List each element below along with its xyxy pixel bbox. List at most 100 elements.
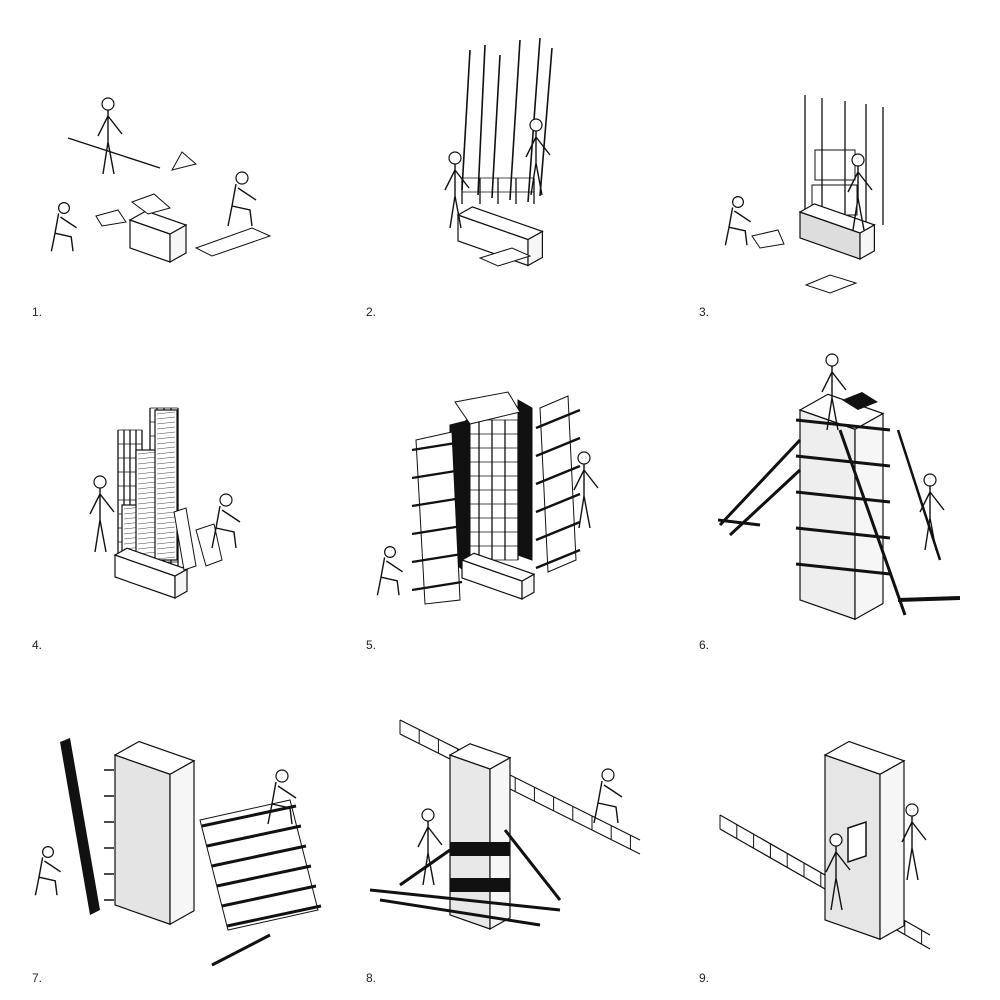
waler	[411, 496, 463, 508]
dirt-pile	[171, 151, 198, 171]
person-head	[219, 493, 233, 507]
wood-grain	[156, 506, 176, 510]
person-head	[851, 153, 865, 167]
person-body	[821, 366, 847, 431]
wood-grain	[137, 521, 157, 525]
person-head	[275, 769, 289, 783]
column-top	[448, 743, 512, 770]
wood-grain	[156, 531, 176, 535]
finished-column-top	[823, 740, 906, 775]
wood-grain	[156, 496, 176, 500]
wood-grain	[156, 486, 176, 490]
wood-grain	[156, 456, 176, 460]
step-8-illustration	[369, 719, 641, 931]
waler	[535, 408, 581, 430]
formwork-panel	[194, 227, 272, 257]
floor-panel	[195, 523, 223, 567]
wood-grain	[156, 466, 176, 470]
person-body	[211, 505, 241, 549]
ground-beam	[717, 518, 761, 527]
black-band	[450, 842, 510, 856]
step-3-label: 3.	[699, 305, 710, 319]
step-1-label: 1.	[32, 305, 43, 319]
waler	[535, 520, 581, 542]
wood-grain	[156, 416, 176, 420]
rebar	[477, 44, 486, 196]
person-head	[905, 803, 919, 817]
wood-grain	[156, 491, 176, 495]
person-head	[41, 845, 54, 858]
wood-grain	[156, 426, 176, 430]
waler	[795, 562, 891, 576]
person-body	[267, 781, 297, 825]
rebar-cage	[465, 419, 519, 561]
waler	[206, 824, 302, 848]
person-body	[825, 846, 851, 911]
ground-beam	[897, 596, 961, 602]
waler	[411, 440, 463, 452]
person-figure	[525, 118, 551, 196]
wood-grain	[156, 441, 176, 445]
brace	[399, 848, 451, 887]
brace	[838, 429, 907, 616]
rebar	[539, 47, 553, 197]
wood-grain	[156, 511, 176, 515]
formwork-base-top	[456, 206, 544, 241]
stirrup	[814, 149, 856, 181]
waler	[411, 580, 463, 592]
person-head	[93, 475, 107, 489]
wood-grain	[156, 436, 176, 440]
person-figure	[825, 833, 851, 911]
wood-grain	[137, 476, 157, 480]
black-top	[842, 392, 878, 410]
person-body	[89, 488, 115, 553]
person-figure	[573, 451, 599, 529]
wood-grain	[137, 466, 157, 470]
wood-grain	[137, 536, 157, 540]
brace	[503, 829, 562, 901]
wood-grain	[156, 541, 176, 545]
person-figure	[901, 803, 927, 881]
wood-grain	[156, 451, 176, 455]
waler	[535, 492, 581, 514]
black-panel	[60, 738, 100, 915]
wood-grain	[156, 421, 176, 425]
plate	[751, 229, 785, 249]
person-figure	[97, 97, 123, 175]
waler	[221, 884, 317, 908]
wood-grain	[156, 546, 176, 550]
step-4-label: 4.	[32, 638, 43, 652]
step-2-illustration	[444, 37, 553, 267]
person-body	[901, 816, 927, 881]
column-formwork-front	[799, 409, 856, 621]
rebar-cage	[461, 177, 535, 204]
waler	[411, 552, 463, 564]
base-frame	[379, 898, 541, 927]
person-body	[724, 207, 751, 246]
person-head	[601, 768, 615, 782]
waler	[795, 490, 891, 504]
step-2-label: 2.	[366, 305, 377, 319]
rebar	[509, 39, 521, 201]
step-5-illustration	[376, 391, 599, 605]
person-head	[829, 833, 843, 847]
black-band	[450, 878, 510, 892]
wood-grain	[156, 556, 176, 560]
person-figure	[211, 493, 241, 549]
wood-grain	[137, 456, 157, 460]
wood-grain	[156, 471, 176, 475]
person-head	[57, 202, 70, 215]
prop	[896, 429, 942, 561]
cast-column-front	[114, 754, 171, 926]
person-head	[421, 808, 435, 822]
formwork-panel	[478, 247, 532, 267]
wood-grain	[137, 491, 157, 495]
step-1-illustration	[50, 97, 272, 264]
person-body	[573, 464, 599, 529]
step-6-label: 6.	[699, 638, 710, 652]
opening-frame	[847, 820, 867, 864]
rebar	[491, 54, 501, 199]
wood-grain	[156, 461, 176, 465]
rebar	[461, 49, 471, 191]
